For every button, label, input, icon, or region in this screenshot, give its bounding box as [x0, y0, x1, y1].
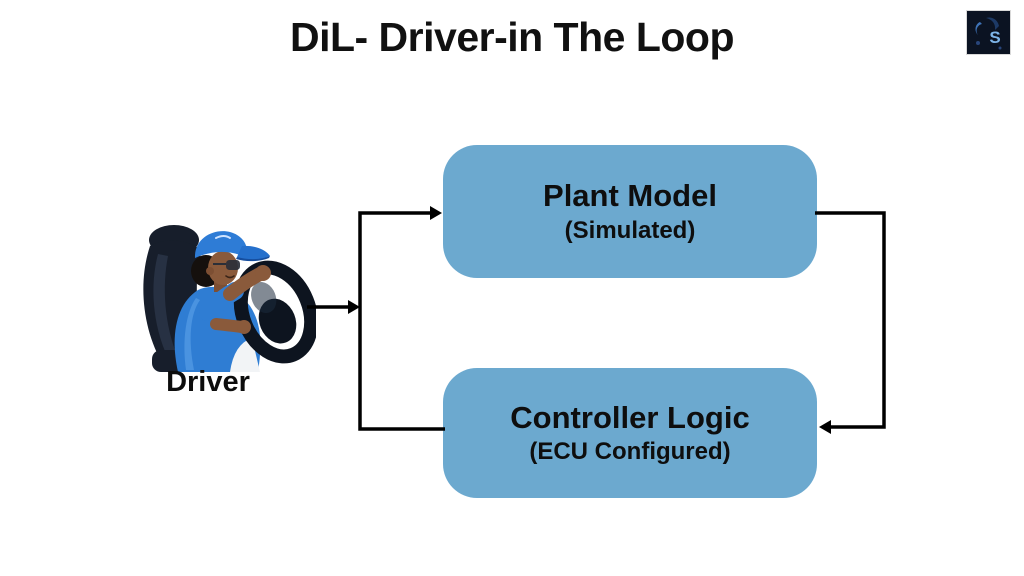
- driver-illustration: [138, 224, 319, 374]
- arrow-feedback-to-plant-model: [358, 206, 445, 431]
- controller-logic-box: Controller Logic (ECU Configured): [443, 368, 817, 498]
- brand-logo: S: [966, 10, 1011, 55]
- controller-logic-title: Controller Logic: [510, 399, 750, 435]
- cap-shape: [194, 231, 247, 258]
- logo-crescent-shape: [975, 22, 982, 35]
- driver-arms-shape: [199, 265, 271, 334]
- brand-logo-image: S: [966, 10, 1011, 55]
- driver-illustration-image: [143, 225, 319, 372]
- page-title: DiL- Driver-in The Loop: [289, 14, 735, 60]
- plant-model-subtitle: (Simulated): [564, 216, 696, 244]
- plant-model-title: Plant Model: [543, 178, 717, 214]
- logo-letter: S: [989, 28, 1000, 47]
- arrow-plant-model-to-controller: [815, 211, 886, 434]
- controller-logic-subtitle: (ECU Configured): [529, 438, 731, 466]
- logo-swirl-shape: [986, 17, 999, 30]
- plant-model-box: Plant Model (Simulated): [443, 145, 817, 278]
- driver-label: Driver: [166, 366, 250, 398]
